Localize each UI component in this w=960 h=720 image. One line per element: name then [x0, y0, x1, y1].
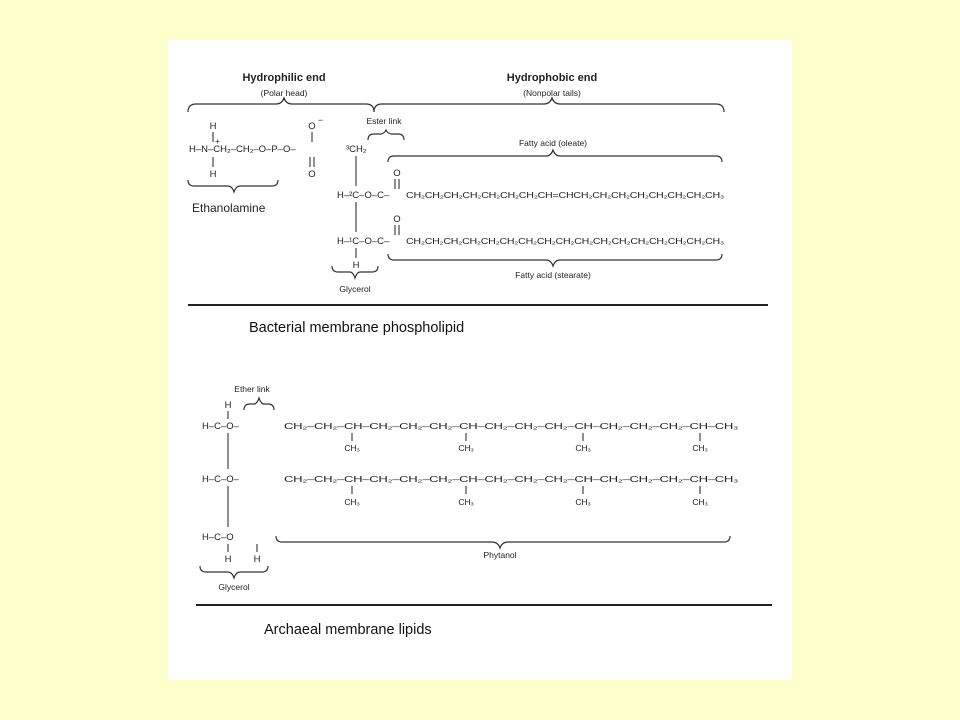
oleate-label: Fatty acid (oleate) [519, 138, 587, 148]
stearate-chain: CH₂CH₂CH₂CH₂CH₂CH₂CH₂CH₂CH₂CH₂CH₂CH₂CH₂C… [406, 236, 725, 246]
carbonyl-o-top: O [393, 168, 400, 179]
nonpolar-tails-label: (Nonpolar tails) [523, 88, 581, 98]
hydrophilic-label: Hydrophilic end [242, 72, 325, 84]
amine-h-bottom: H [210, 169, 217, 180]
ether-link-label: Ether link [234, 384, 270, 394]
polar-head-label: (Polar head) [261, 88, 308, 98]
ethanolamine-brace [187, 179, 279, 194]
hydrophobic-label: Hydrophobic end [507, 72, 597, 84]
glycerol-brace-bacterial [331, 265, 379, 280]
arch-oh-h: H [254, 554, 261, 565]
methyl-2b: CH₃ [458, 497, 474, 507]
phosphate-minus: − [318, 115, 323, 125]
figure-panel [168, 40, 792, 680]
arch-h-bottom: H [225, 554, 232, 565]
ester-link-brace [367, 128, 405, 141]
glycerol-h: H [353, 260, 360, 271]
ethanolamine-label: Ethanolamine [192, 201, 266, 215]
phytanyl-chain-bottom: CH₂–CH₂–CH–CH₂–CH₂–CH₂–CH–CH₂–CH₂–CH₂–CH… [284, 474, 739, 484]
bacterial-caption: Bacterial membrane phospholipid [249, 320, 464, 336]
arch-h-top: H [225, 400, 232, 411]
hydrophobic-brace [373, 96, 725, 113]
oleate-chain: CH₂CH₂CH₂CH₂CH₂CH₂CH₂CH=CHCH₂CH₂CH₂CH₂CH… [406, 190, 725, 200]
methyl-1d: CH₃ [692, 443, 708, 453]
methyl-2a: CH₃ [344, 497, 360, 507]
methyl-2d: CH₃ [692, 497, 708, 507]
methyl-1c: CH₃ [575, 443, 591, 453]
head-chain: H–N–CH₂–CH₂–O–P–O– [189, 144, 296, 155]
oleate-brace [387, 148, 723, 163]
glycerol-label-bacterial: Glycerol [339, 284, 370, 294]
stearate-brace [387, 253, 723, 268]
phosphate-o-bottom: O [308, 169, 315, 180]
archaeal-caption: Archaeal membrane lipids [264, 622, 432, 638]
arch-c2-row: H–C–O– [202, 474, 240, 485]
ether-link-brace [243, 396, 275, 411]
glycerol-label-archaeal: Glycerol [218, 582, 249, 592]
methyl-2c: CH₃ [575, 497, 591, 507]
methyl-1a: CH₃ [344, 443, 360, 453]
arch-c3-row: H–C–O [202, 532, 234, 543]
phytanol-label: Phytanol [483, 550, 516, 560]
phosphate-o-top: O [308, 121, 315, 132]
amine-plus: + [215, 136, 220, 146]
phytanol-brace [275, 535, 731, 550]
phytanyl-chain-top: CH₂–CH₂–CH–CH₂–CH₂–CH₂–CH–CH₂–CH₂–CH₂–CH… [284, 421, 739, 431]
carbonyl-o-bottom: O [393, 214, 400, 225]
amine-h-top: H [210, 121, 217, 132]
glycerol-c3: ³CH₂ [346, 144, 367, 155]
glycerol-c2: H–²C–O–C– [337, 190, 390, 201]
hydrophilic-brace [187, 96, 375, 113]
glycerol-brace-archaeal [199, 565, 269, 580]
ester-link-label: Ester link [367, 116, 403, 126]
arch-c1-row: H–C–O– [202, 421, 240, 432]
glycerol-c1: H–¹C–O–C– [337, 236, 390, 247]
methyl-1b: CH₃ [458, 443, 474, 453]
stearate-label: Fatty acid (stearate) [515, 270, 591, 280]
